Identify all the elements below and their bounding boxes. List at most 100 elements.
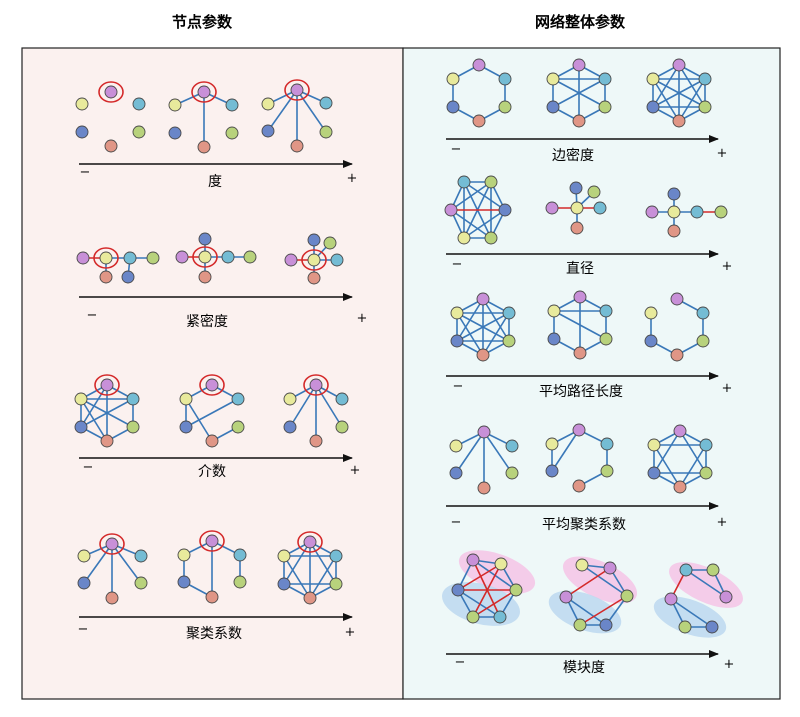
closeness-graph-1-node [99, 270, 113, 284]
edge-density-graph-1-node [446, 100, 460, 114]
betweenness-graph-1-node [100, 434, 114, 448]
average-clustering-minus-sign: − [451, 515, 462, 530]
betweenness-graph-2-node [205, 434, 219, 448]
degree-graph-1-node [75, 97, 89, 111]
network-nodes [74, 58, 733, 634]
edge-density-graph-3-node [698, 72, 712, 86]
modularity-graph-2-edge [565, 567, 611, 598]
avg-clustering-graph-2-edge [551, 429, 580, 472]
clustering-graph-3-node [329, 549, 343, 563]
clustering-graph-1-focus-ring [99, 533, 125, 555]
betweenness-graph-2-focus-ring [199, 374, 225, 396]
path-length-graph-2-node [599, 304, 613, 318]
avg-clustering-graph-2-node [600, 464, 614, 478]
diameter-graph-3-node [714, 205, 728, 219]
edge-density-graph-1-node [472, 114, 486, 128]
degree-graph-1-node [132, 97, 146, 111]
clustering-graph-1-node [134, 549, 148, 563]
degree-graph-3-edge [296, 89, 327, 133]
edge-density-graph-3-node [646, 72, 660, 86]
betweenness-graph-3-edge [315, 384, 343, 428]
betweenness-graph-2-edge [185, 398, 239, 428]
clustering-graph-3-node [303, 535, 317, 549]
edge-density-graph-3-edge [652, 78, 706, 108]
clustering-graph-2-node [177, 548, 191, 562]
path-length-graph-2-node [573, 290, 587, 304]
diameter-graph-1-node [457, 231, 471, 245]
clustering-graph-1-node [77, 549, 91, 563]
path-length-graph-2-edge [553, 310, 607, 340]
clustering-graph-3-edge [309, 555, 337, 599]
degree-graph-2-node [225, 98, 239, 112]
closeness-graph-2-node [175, 250, 189, 264]
clustering-graph-3-node [329, 577, 343, 591]
edge-density-graph-1-node [498, 72, 512, 86]
degree-graph-3-node [261, 97, 275, 111]
edge-density-minus-sign: − [451, 142, 462, 157]
path-length-graph-1-node [476, 292, 490, 306]
degree-plus-sign: + [347, 171, 358, 186]
degree-graph-3-node [319, 125, 333, 139]
degree-graph-2-node [168, 126, 182, 140]
avg-clustering-graph-3-node [647, 438, 661, 452]
edge-density-graph-2-node [598, 72, 612, 86]
average-path-length-label: 平均路径长度 [539, 384, 623, 400]
closeness-graph-3-node [307, 271, 321, 285]
closeness-graph-3-node [307, 233, 321, 247]
scale-arrows [79, 135, 719, 658]
closeness-graph-2-node [243, 250, 257, 264]
diameter-graph-2-node [570, 201, 584, 215]
closeness-graph-3-focus-ring [301, 249, 327, 271]
path-length-graph-3-node [670, 348, 684, 362]
modularity-graph-1-node [466, 553, 480, 567]
edge-density-graph-2-node [546, 100, 560, 114]
modularity-graph-3-edge [685, 569, 727, 598]
closeness-graph-1-node [123, 251, 137, 265]
diameter-graph-1-node [498, 203, 512, 217]
edge-density-graph-1-node [498, 100, 512, 114]
closeness-graph-2-node [198, 232, 212, 246]
modularity-graph-1-node [493, 610, 507, 624]
degree-graph-1-node [104, 85, 118, 99]
degree-graph-1-node [104, 139, 118, 153]
avg-clustering-graph-3-edge [653, 430, 681, 474]
closeness-graph-3-node [330, 253, 344, 267]
degree-minus-sign: − [80, 165, 91, 180]
betweenness-graph-2-node [231, 420, 245, 434]
degree-graph-1-node [132, 125, 146, 139]
closeness-label: 紧密度 [186, 313, 228, 330]
edge-density-graph-1-node [446, 72, 460, 86]
avg-clustering-graph-1-edge [455, 431, 485, 474]
diameter-graph-3-node [667, 187, 681, 201]
diameter-graph-3-node [690, 205, 704, 219]
betweenness-graph-1-node [74, 420, 88, 434]
diameter-minus-sign: − [452, 257, 463, 272]
degree-graph-1-focus-ring [98, 81, 124, 103]
clustering-graph-3-node [277, 549, 291, 563]
modularity-graph-3-node [719, 590, 733, 604]
modularity-graph-2-node [599, 618, 613, 632]
clustering-graph-3-focus-ring [297, 531, 323, 553]
closeness-graph-2-node [198, 270, 212, 284]
degree-graph-3-focus-ring [284, 79, 310, 101]
clustering-graph-3-edge [283, 555, 311, 599]
closeness-graph-2-node [221, 250, 235, 264]
closeness-graph-2-node [198, 250, 212, 264]
betweenness-graph-3-focus-ring [303, 374, 329, 396]
closeness-graph-3-node [284, 253, 298, 267]
closeness-plus-sign: + [357, 311, 368, 326]
degree-graph-2-focus-ring [191, 81, 217, 103]
modularity-graph-1-node [466, 610, 480, 624]
edge-density-graph-2-node [598, 100, 612, 114]
diameter-graph-1-edge [463, 209, 506, 239]
avg-clustering-graph-1-node [505, 466, 519, 480]
path-length-graph-1-edge [456, 312, 484, 356]
closeness-graph-1-node [121, 270, 135, 284]
modularity-graph-1-node [451, 583, 465, 597]
avg-clustering-graph-1-edge [483, 431, 513, 474]
average-clustering-label: 平均聚类系数 [542, 517, 626, 533]
modularity-graph-2-node [603, 561, 617, 575]
edge-density-graph-2-node [572, 114, 586, 128]
edge-density-graph-3-node [698, 100, 712, 114]
degree-graph-2-node [197, 85, 211, 99]
